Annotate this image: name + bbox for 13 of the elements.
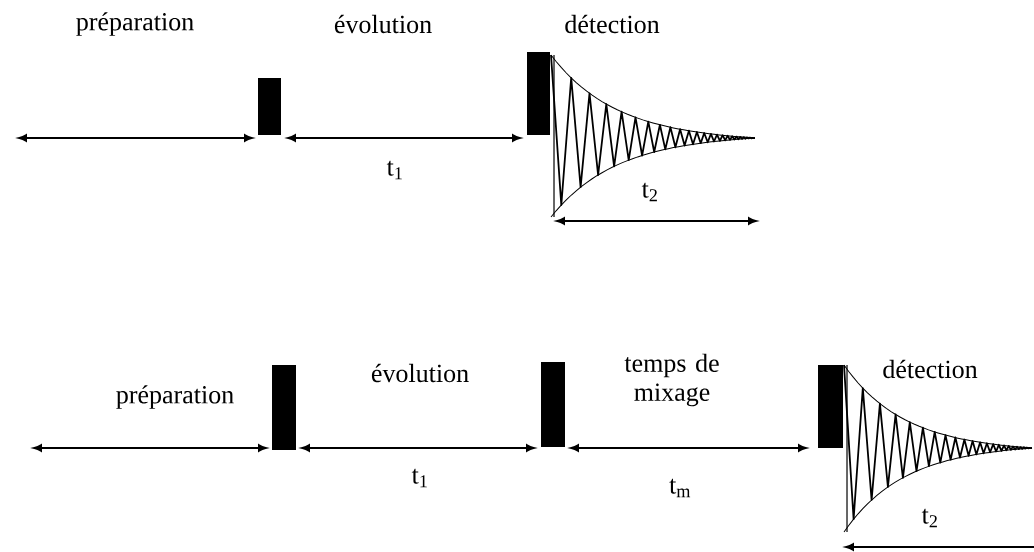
pulse-bar <box>541 362 565 447</box>
time-label: t$_{2}$ <box>641 182 657 202</box>
section-heading: évolution <box>371 363 469 383</box>
pulse-bar <box>818 365 843 448</box>
time-label: t$_{2}$ <box>921 508 937 528</box>
time-label: t$_{1}$ <box>411 468 427 488</box>
pulse-bar <box>272 365 296 450</box>
time-label: t$_{1}$ <box>386 160 402 180</box>
section-heading: évolution <box>334 14 432 34</box>
pulse-bar <box>527 52 550 135</box>
time-label: t$_{m}$ <box>669 478 691 498</box>
pulse-bar <box>258 78 281 135</box>
section-heading: temps de mixage <box>624 353 719 407</box>
